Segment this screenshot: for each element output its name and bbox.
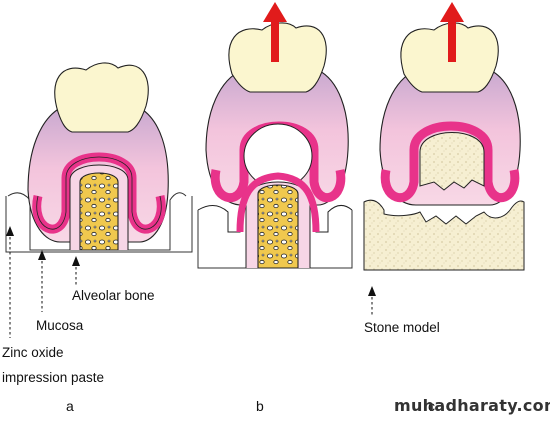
alveolar-bone-label: Alveolar bone — [72, 288, 155, 303]
panel-a-diagram — [5, 62, 193, 253]
impression-paste-label: impression paste — [2, 370, 105, 385]
panel-label-b: b — [256, 398, 264, 414]
panel-label-a: a — [66, 398, 74, 414]
up-arrow-icon — [440, 2, 464, 62]
mucosa-label: Mucosa — [36, 318, 84, 333]
stone-model-label: Stone model — [364, 320, 440, 335]
up-arrow-icon — [263, 2, 287, 62]
zinc-oxide-label: Zinc oxide — [2, 345, 64, 360]
watermark-text: muhadharaty.com — [394, 396, 550, 415]
leader-arrowheads — [6, 226, 376, 296]
leader-lines — [9, 232, 373, 338]
panel-c-diagram — [363, 2, 525, 271]
panel-b-diagram — [197, 2, 353, 269]
panel-label-c: c — [428, 398, 435, 414]
